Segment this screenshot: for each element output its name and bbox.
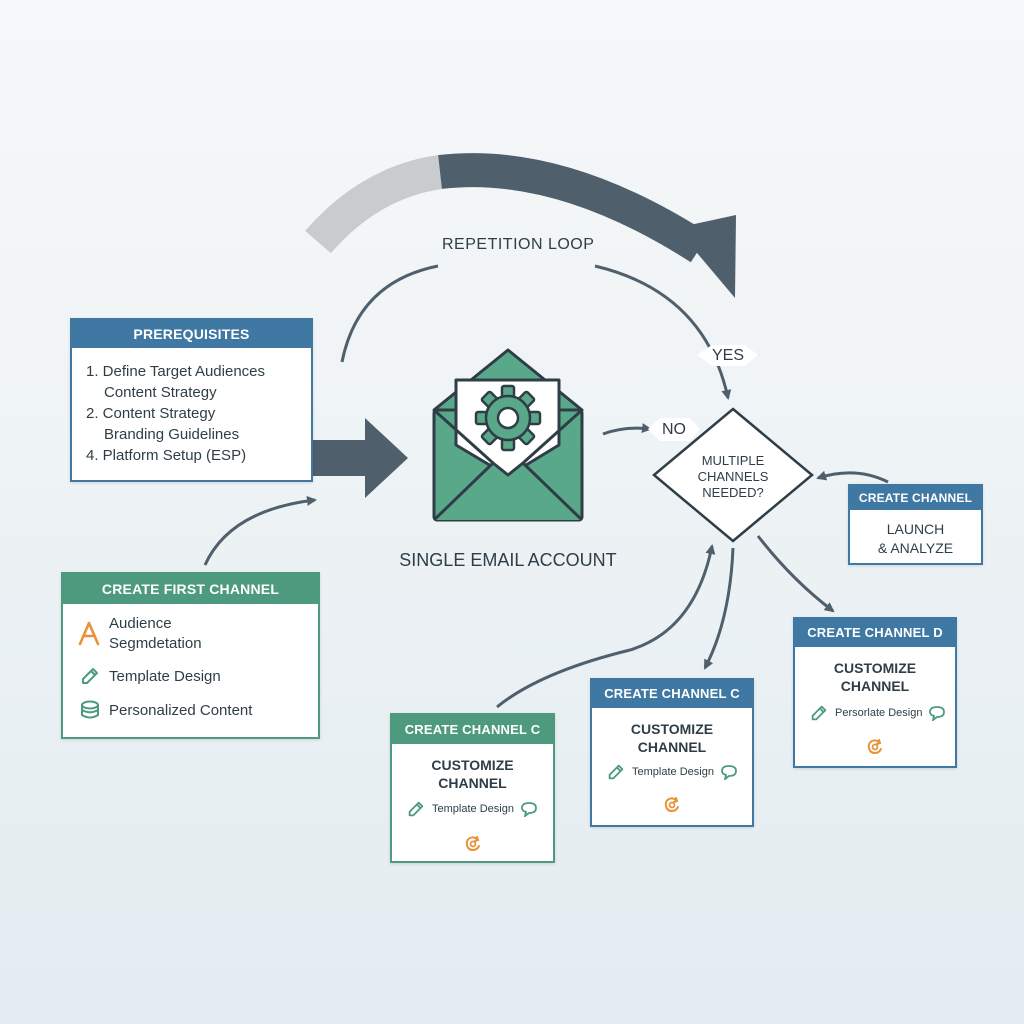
- launch-to-decision-connector: [816, 470, 889, 484]
- template-row: Template Design: [79, 665, 221, 687]
- prerequisites-box: PREREQUISITES 1. Define Target Audiences…: [70, 318, 313, 482]
- channel-c-middle-box: CREATE CHANNEL C CUSTOMIZE CHANNEL Templ…: [590, 678, 754, 827]
- channel-c-middle-feature-label: Template Design: [632, 766, 714, 778]
- decision-line-2: CHANNELS: [697, 469, 769, 484]
- channel-d-feature-label: Persorlate Design: [835, 707, 923, 719]
- channel-c-left-box: CREATE CHANNEL C CUSTOMIZE CHANNEL Templ…: [390, 713, 555, 863]
- decision-text: MULTIPLE CHANNELS NEEDED?: [668, 453, 798, 501]
- channel-d-feature-row: Persorlate Design: [809, 703, 946, 723]
- channel-c-left-line-1: CUSTOMIZE: [431, 757, 514, 773]
- first-channel-title: CREATE FIRST CHANNEL: [63, 574, 318, 604]
- launch-box-title: CREATE CHANNEL: [850, 486, 981, 510]
- template-design-label: Template Design: [109, 667, 221, 685]
- prerequisites-title: PREREQUISITES: [72, 320, 311, 348]
- channel-c-middle-line-2: CHANNEL: [637, 739, 707, 755]
- letter-a-icon: [78, 621, 100, 646]
- launch-line-2: & ANALYZE: [877, 540, 954, 556]
- repetition-loop-arrow: [305, 153, 736, 298]
- chat-bubble-icon: [721, 765, 737, 780]
- pencil-icon: [408, 801, 424, 817]
- loop-left-connector: [340, 264, 439, 363]
- prereq-item-2-sub: Branding Guidelines: [104, 426, 240, 443]
- launch-line-1: LAUNCH: [886, 521, 945, 537]
- channel-d-line-1: CUSTOMIZE: [833, 660, 917, 676]
- audience-line-1: Audience: [109, 615, 172, 632]
- launch-analyze-box: CREATE CHANNEL LAUNCH & ANALYZE: [848, 484, 983, 565]
- no-badge: [648, 418, 700, 441]
- single-email-account-label: SINGLE EMAIL ACCOUNT: [399, 550, 617, 570]
- first-channel-to-prereq-connector: [203, 495, 317, 566]
- decision-line-3: NEEDED?: [702, 485, 764, 500]
- prereq-item-4: 4. Platform Setup (ESP): [86, 447, 247, 464]
- audience-line-2: Segmdetation: [109, 635, 202, 652]
- channel-d-box: CREATE CHANNEL D CUSTOMIZE CHANNEL Perso…: [793, 617, 957, 768]
- refresh-icon: [664, 797, 679, 813]
- channel-c-middle-line-1: CUSTOMIZE: [630, 721, 714, 737]
- yes-label: YES: [712, 347, 745, 364]
- gear-icon: [474, 384, 542, 452]
- prereq-item-1: 1. Define Target Audiences: [86, 363, 266, 380]
- database-icon: [81, 700, 99, 719]
- personalized-content-label: Personalized Content: [109, 701, 253, 719]
- repetition-loop-label: REPETITION LOOP: [442, 236, 595, 253]
- refresh-icon: [465, 836, 480, 852]
- pencil-icon: [82, 668, 98, 684]
- refresh-icon: [867, 739, 882, 755]
- channel-c-left-feature-label: Template Design: [432, 803, 514, 815]
- decision-diamond: [652, 407, 814, 543]
- channel-c-middle-title: CREATE CHANNEL C: [592, 680, 752, 708]
- channel-d-line-2: CHANNEL: [840, 678, 910, 694]
- audience-row: Audience Segmdetation: [77, 614, 202, 654]
- chat-bubble-icon: [521, 802, 537, 817]
- channel-c-left-line-2: CHANNEL: [438, 775, 507, 791]
- pencil-icon: [811, 705, 827, 721]
- personalized-row: Personalized Content: [79, 699, 252, 721]
- no-label: NO: [662, 421, 686, 438]
- pencil-icon: [608, 764, 624, 780]
- prerequisites-list: 1. Define Target Audiences Content Strat…: [72, 348, 311, 466]
- channel-c-left-title: CREATE CHANNEL C: [392, 715, 553, 744]
- decision-to-channel-c-connector: [703, 547, 735, 670]
- channel-c-left-feature-row: Template Design: [406, 799, 538, 819]
- channel-c-left-to-decision-connector: [496, 544, 716, 709]
- yes-badge: [697, 345, 758, 366]
- prereq-item-2: 2. Content Strategy: [86, 405, 216, 422]
- channel-d-title: CREATE CHANNEL D: [795, 619, 955, 647]
- prereq-item-1-sub: Content Strategy: [104, 384, 217, 401]
- prereq-to-email-arrow: [312, 418, 408, 498]
- chat-bubble-icon: [929, 706, 946, 721]
- decision-line-1: MULTIPLE: [701, 453, 765, 468]
- loop-to-decision-connector: [594, 264, 732, 400]
- channel-c-middle-feature-row: Template Design: [606, 762, 738, 782]
- first-channel-box: CREATE FIRST CHANNEL Audience Segmdetati…: [61, 572, 320, 739]
- email-to-no-connector: [602, 423, 652, 436]
- decision-to-channel-d-connector: [756, 535, 835, 613]
